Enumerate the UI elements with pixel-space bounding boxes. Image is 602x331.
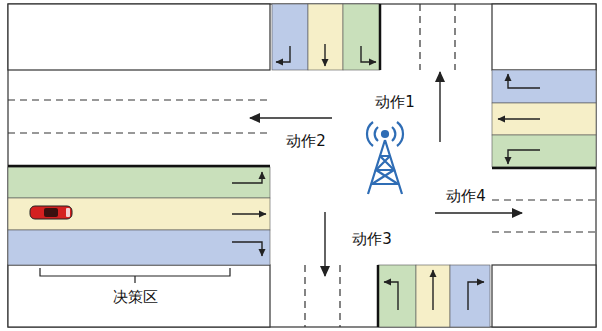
zone-label: 决策区 [111, 289, 160, 306]
action-label: 动作4 [444, 188, 488, 205]
corner-blocks [8, 4, 596, 327]
action-label: 动作3 [350, 231, 394, 248]
lanes [8, 4, 596, 327]
action-label: 动作2 [284, 133, 328, 150]
frame [8, 4, 596, 327]
action-arrows [250, 72, 522, 276]
lane-arrows [232, 44, 540, 310]
median-lines [8, 4, 596, 327]
action-label: 动作1 [373, 94, 417, 111]
base-station-icon [367, 122, 403, 194]
decision-zone-bracket [40, 268, 230, 283]
lane-dashes [8, 4, 596, 327]
car-icon [30, 206, 72, 219]
